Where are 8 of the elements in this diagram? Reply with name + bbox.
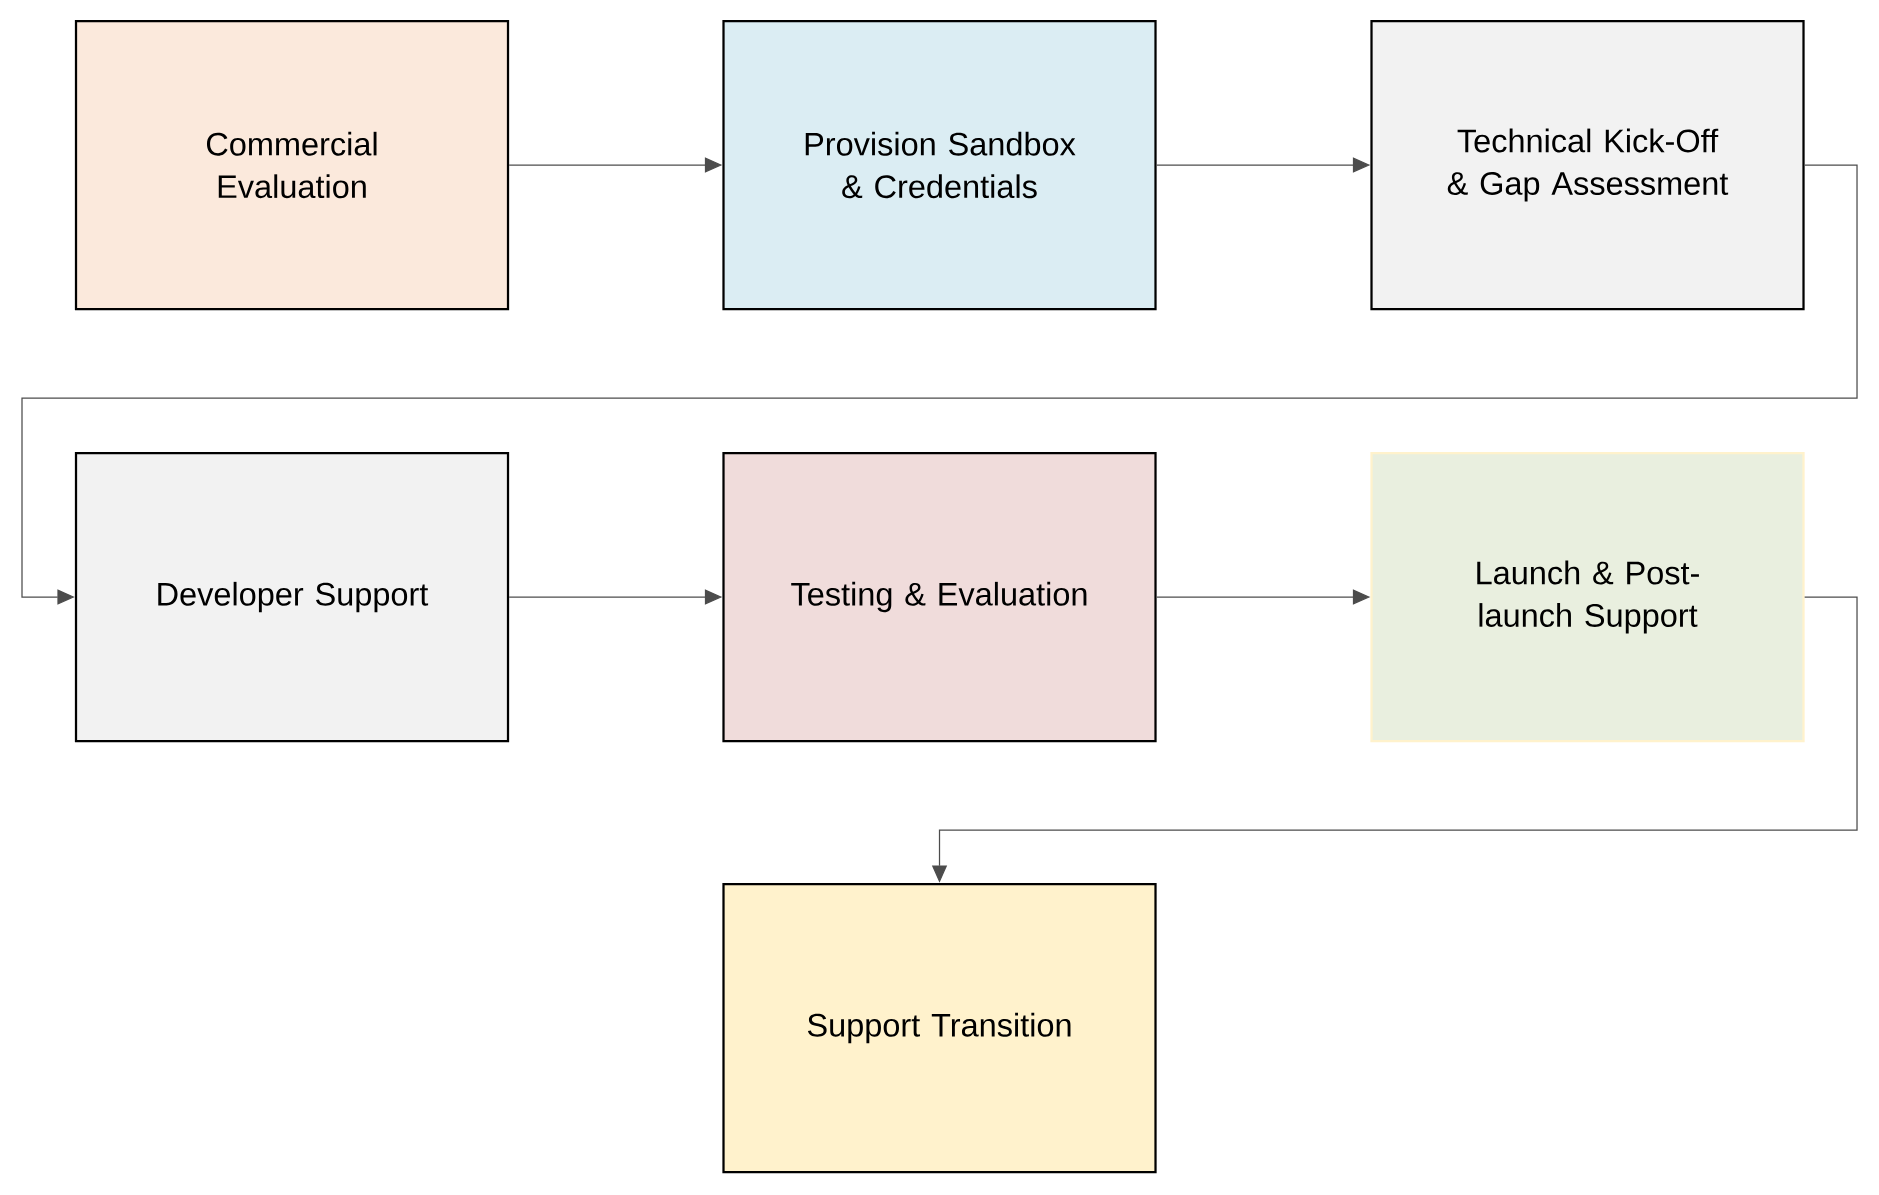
process-box: Launch & Post-launch Support [1370, 451, 1805, 743]
process-box: Commercial Evaluation [74, 19, 510, 311]
process-box: Support Transition [722, 882, 1157, 1174]
process-box: Developer Support [74, 451, 510, 743]
process-box: Provision Sandbox & Credentials [722, 19, 1157, 311]
arrow [21, 164, 1858, 605]
process-box: Technical Kick-Off & Gap Assessment [1370, 19, 1805, 311]
process-box: Testing & Evaluation [722, 451, 1157, 743]
